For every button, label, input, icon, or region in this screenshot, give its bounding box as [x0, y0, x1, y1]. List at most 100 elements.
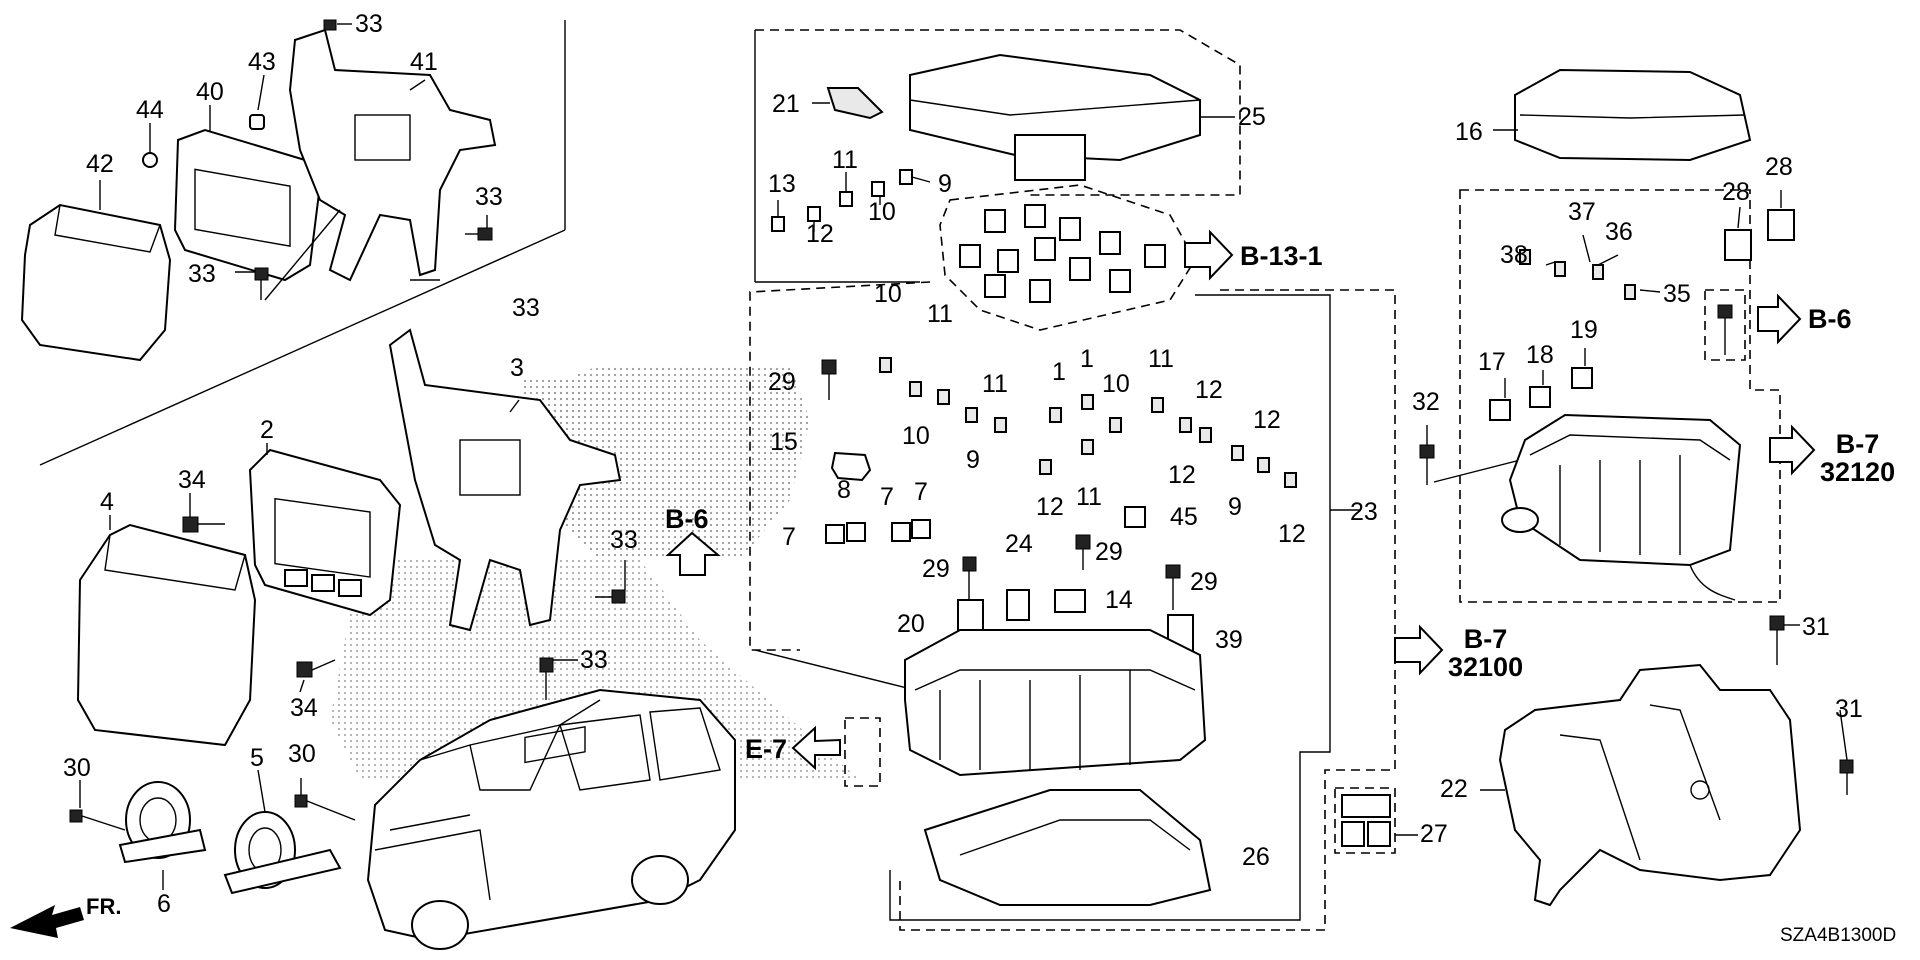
callout-33-b: 33	[475, 183, 503, 211]
front-label: FR.	[86, 894, 122, 919]
callout-33-c: 33	[188, 260, 216, 288]
callout-4: 4	[100, 488, 114, 516]
callout-12-b: 12	[1195, 376, 1223, 404]
ref-line2: 32100	[1448, 652, 1524, 683]
callout-23: 23	[1350, 498, 1378, 526]
part-34-bolt-b	[296, 661, 313, 678]
callout-1-a: 1	[1052, 358, 1066, 386]
callout-37: 37	[1568, 198, 1596, 226]
callout-27: 27	[1420, 820, 1448, 848]
part-41-bracket	[288, 28, 497, 282]
callout-34-a: 34	[178, 466, 206, 494]
arrow-b6-up	[665, 531, 721, 576]
callout-28-b: 28	[1765, 153, 1793, 181]
part-42-cover	[20, 203, 172, 362]
part-29-bolt-b	[962, 556, 977, 572]
ref-b6-up[interactable]: B-6	[665, 504, 709, 534]
callout-5: 5	[250, 744, 264, 772]
part-26-undercover	[923, 789, 1212, 906]
callout-19: 19	[1570, 316, 1598, 344]
callout-33-e: 33	[610, 526, 638, 554]
callout-36: 36	[1605, 218, 1633, 246]
part-43-clip	[249, 114, 265, 130]
callout-11-c: 11	[982, 370, 1008, 398]
callout-38: 38	[1500, 241, 1528, 269]
callout-39: 39	[1215, 626, 1243, 654]
callout-41: 41	[410, 48, 438, 76]
vehicle-illustration	[366, 688, 736, 950]
callout-1-b: 1	[1080, 345, 1094, 373]
callout-31-b: 31	[1835, 695, 1863, 723]
callout-11-a: 11	[832, 146, 858, 174]
ref-line1: E-7	[745, 734, 788, 764]
callout-20: 20	[897, 610, 925, 638]
callout-30-a: 30	[63, 754, 91, 782]
part-25-cover	[909, 53, 1201, 162]
part-33-bolt-d	[539, 657, 554, 673]
callout-33-d: 33	[512, 294, 540, 322]
part-33-bolt-e	[611, 589, 626, 604]
main-fusebox-group	[665, 281, 1444, 931]
callout-18: 18	[1526, 341, 1554, 369]
callout-26: 26	[1242, 843, 1270, 871]
ref-e7[interactable]: E-7	[745, 734, 788, 764]
ref-b7-32100[interactable]: B-7 32100	[1448, 625, 1523, 682]
callout-12-e: 12	[1036, 493, 1064, 521]
relay-cluster	[959, 204, 1166, 303]
diagram-code: SZA4B1300D	[1780, 925, 1897, 946]
callout-10-a: 10	[868, 198, 896, 226]
arrow-b7-32120	[1769, 424, 1816, 476]
ref-line1: B-13-1	[1240, 241, 1323, 271]
part-fusebox-right	[1508, 413, 1742, 567]
callout-10-b: 10	[874, 280, 902, 308]
callout-3: 3	[510, 354, 524, 382]
small-fuses-right	[1489, 249, 1636, 421]
callout-40: 40	[196, 78, 224, 106]
fuse-cover-group	[754, 29, 1241, 331]
callout-25: 25	[1238, 103, 1266, 131]
callout-7-a: 7	[782, 523, 796, 551]
callout-12-f: 12	[1278, 520, 1306, 548]
arrow-b13-1	[1184, 229, 1234, 281]
part-28-relay-b	[1767, 209, 1795, 241]
right-fusebox-group	[1419, 68, 1854, 907]
part-33-bolt-c	[254, 267, 269, 281]
callout-22: 22	[1440, 775, 1468, 803]
part-29-bolt-a	[821, 359, 837, 375]
part-32-bolt	[1419, 444, 1435, 459]
callout-35: 35	[1663, 280, 1691, 308]
callout-33-a: 33	[355, 10, 383, 38]
callout-11-d: 11	[1148, 345, 1174, 373]
part-3-bracket	[388, 328, 622, 632]
callout-16: 16	[1455, 118, 1483, 146]
callout-29-d: 29	[1190, 568, 1218, 596]
callout-7-c: 7	[914, 478, 928, 506]
ref-line1: B-7	[1463, 624, 1508, 654]
module-group-top	[20, 19, 497, 362]
ref-line1: B-7	[1835, 429, 1880, 459]
callout-9-b: 9	[966, 446, 980, 474]
ref-line1: B-6	[665, 504, 709, 534]
ref-b7-32120[interactable]: B-7 32120	[1820, 430, 1895, 487]
callout-10-d: 10	[1102, 370, 1130, 398]
callout-2: 2	[260, 416, 274, 444]
callout-11-e: 11	[1076, 483, 1102, 511]
module-group-mid	[76, 279, 626, 747]
callout-13: 13	[768, 170, 796, 198]
part-14-relay	[1054, 589, 1086, 613]
callout-31-a: 31	[1802, 613, 1830, 641]
callout-8: 8	[837, 476, 851, 504]
part-23-fusebox	[904, 629, 1207, 777]
ref-b13-1[interactable]: B-13-1	[1240, 241, 1323, 271]
callout-6: 6	[157, 890, 171, 918]
callout-14: 14	[1105, 586, 1133, 614]
ref-b6-right[interactable]: B-6	[1808, 305, 1852, 334]
callout-29-a: 29	[768, 368, 796, 396]
part-33-bolt-b	[477, 227, 493, 241]
callout-21: 21	[772, 90, 800, 118]
part-22-bracket	[1498, 663, 1802, 907]
callout-29-b: 29	[1095, 538, 1123, 566]
callout-12-a: 12	[806, 220, 834, 248]
